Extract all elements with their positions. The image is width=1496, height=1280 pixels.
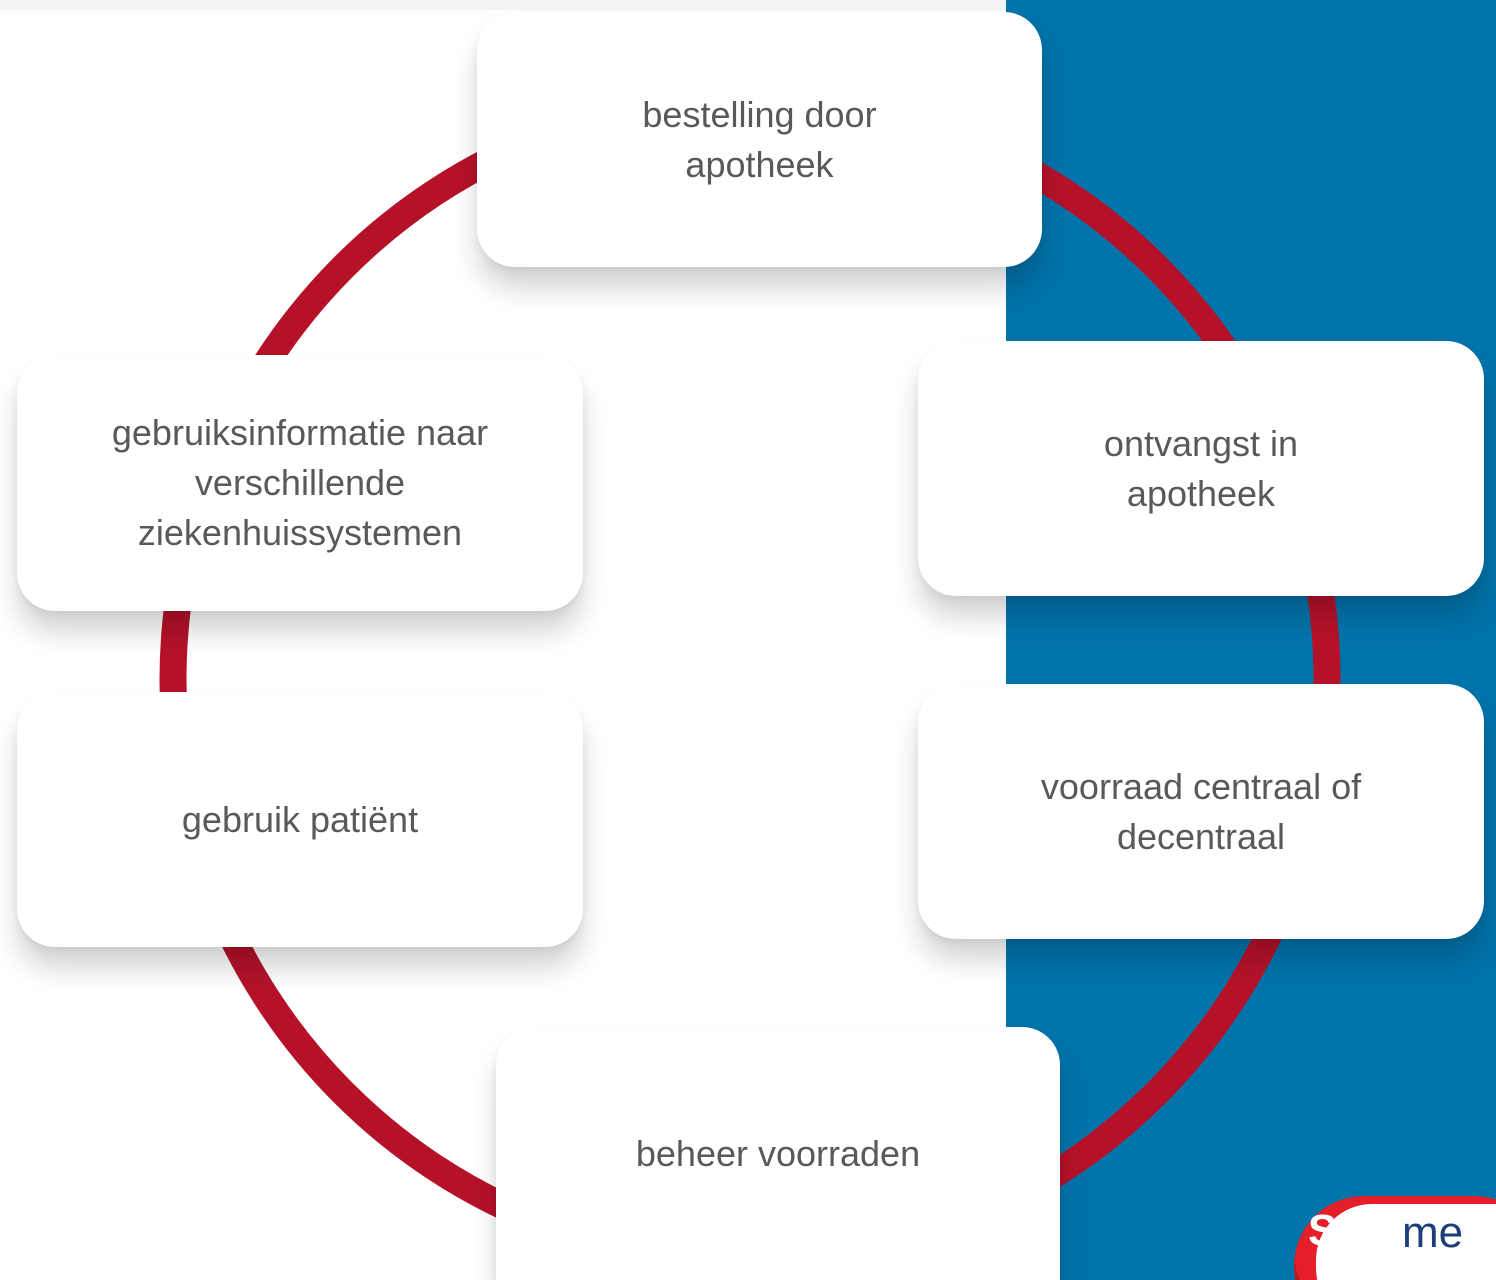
step-label: beheer voorraden [635,1132,921,1174]
top-strip [0,0,1006,10]
logo-word-blue: me [1402,1208,1464,1257]
step-card-voorraad: voorraad centraal of decentraal [918,684,1484,939]
logo-word-red: Ste [1308,1206,1374,1255]
step-card-gebruik: gebruik patiënt [17,692,583,947]
step-label: gebruik patiënt [181,798,419,840]
step-label: gebruiksinformatie naar verschillende zi… [111,412,489,553]
step-card-bestelling: bestelling door apotheek [477,12,1042,267]
logo-subtext: IMPLE [1386,1260,1467,1280]
step-label: voorraad centraal of decentraal [1040,765,1362,857]
company-logo: Ste me IMPLE [1290,1196,1496,1280]
step-label: bestelling door apotheek [642,93,877,185]
step-label: ontvangst in apotheek [1103,422,1299,514]
step-card-beheer: beheer voorraden [496,1027,1060,1280]
logo-white-shape [1316,1204,1496,1280]
step-card-ontvangst: ontvangst in apotheek [918,341,1484,596]
step-card-gebruiksinformatie: gebruiksinformatie naar verschillende zi… [17,355,583,611]
